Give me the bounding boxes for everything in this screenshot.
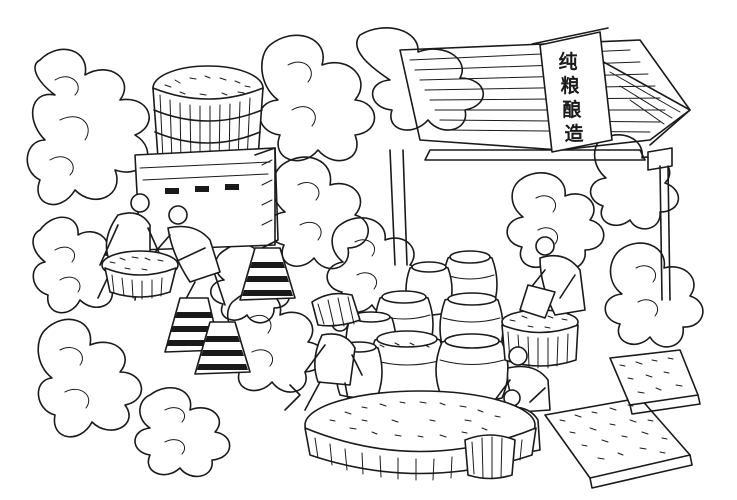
steam-cloud-icon bbox=[37, 318, 143, 438]
steam-cloud-icon bbox=[604, 242, 704, 348]
post bbox=[389, 149, 396, 266]
small-tub bbox=[464, 434, 516, 480]
pagoda-roof-icon bbox=[389, 39, 691, 266]
grain-table bbox=[544, 349, 701, 489]
steam-cloud-icon bbox=[26, 48, 150, 206]
banner-sign: 纯 粮 酿 造 bbox=[531, 27, 613, 153]
steam-cloud-icon bbox=[506, 172, 605, 270]
steam-cloud-icon bbox=[266, 156, 370, 270]
banner-char: 造 bbox=[564, 122, 584, 145]
steam-cloud-icon bbox=[134, 386, 231, 478]
steam-cloud-icon bbox=[356, 27, 484, 131]
wooden-steamer-icon bbox=[134, 65, 279, 251]
wine-jar-icon bbox=[435, 333, 509, 403]
lamp-post-icon bbox=[647, 147, 673, 301]
steam-cloud-icon bbox=[589, 134, 680, 230]
banner-char: 酿 bbox=[562, 98, 582, 121]
steam-cloud-icon bbox=[259, 34, 376, 162]
steam-cloud-icon bbox=[32, 216, 124, 314]
worker-figures-right bbox=[284, 236, 586, 456]
worker-figures-left bbox=[97, 193, 226, 311]
tilted-barrel bbox=[311, 292, 361, 327]
stools bbox=[164, 247, 296, 375]
banner-char: 粮 bbox=[560, 74, 579, 97]
banner-char: 纯 bbox=[558, 50, 577, 73]
